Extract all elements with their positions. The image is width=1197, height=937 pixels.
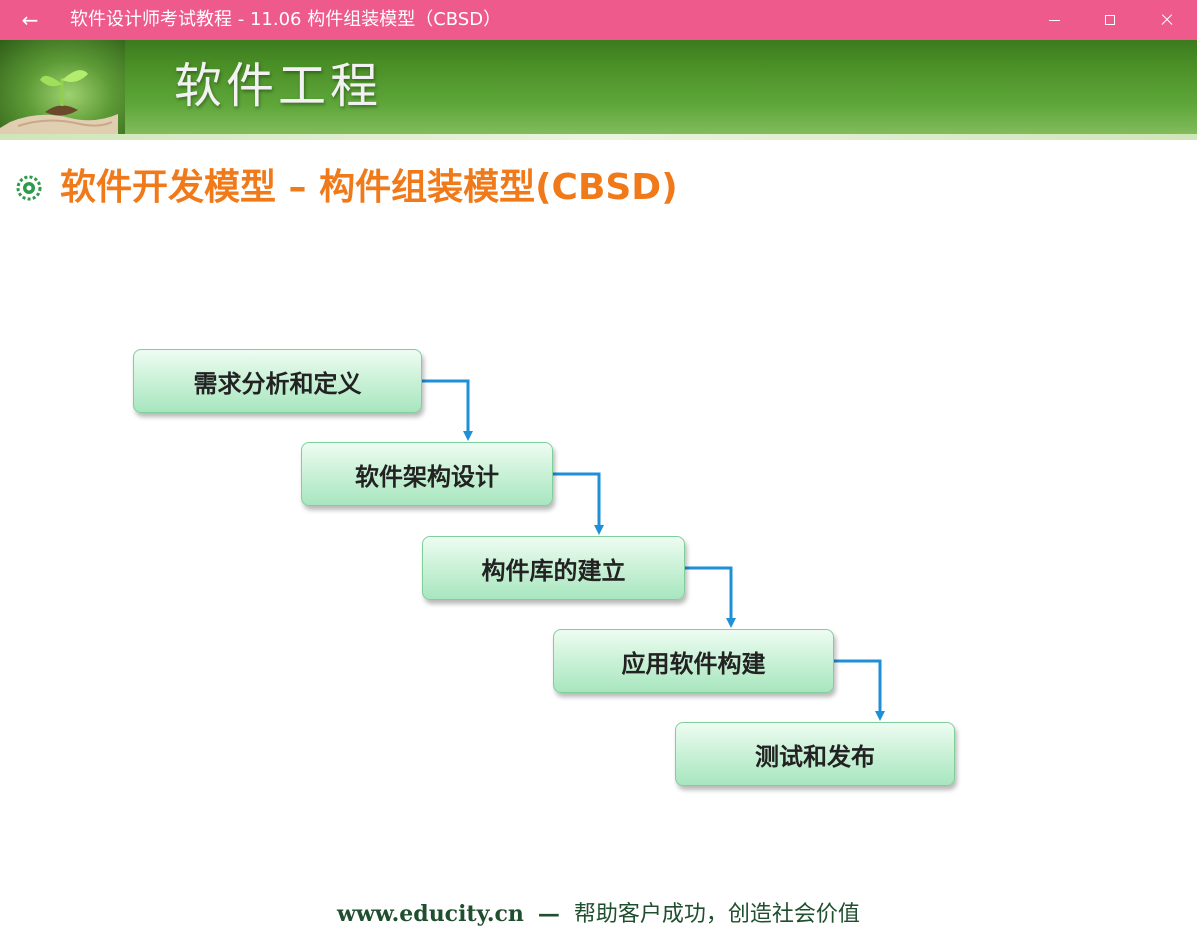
connector-arrow-3 (685, 566, 736, 628)
flow-connectors (422, 379, 885, 721)
footer-slogan: 帮助客户成功，创造社会价值 (573, 902, 860, 927)
seedling-hands-image (0, 40, 125, 140)
step-test-release[interactable]: 测试和发布 (675, 722, 955, 786)
banner-divider (0, 134, 1197, 140)
connector-arrow-2 (553, 472, 604, 535)
slide-canvas: 软件工程 软件开发模型 – 构件组装模型(CBSD) 需求分析和定义 软件架构设… (0, 40, 1197, 937)
footer-dash: — (537, 901, 560, 927)
step-component-library[interactable]: 构件库的建立 (422, 536, 685, 600)
connector-arrow-1 (422, 379, 473, 441)
minimize-button[interactable] (1026, 0, 1082, 40)
maximize-icon (1105, 15, 1115, 25)
step-architecture-design[interactable]: 软件架构设计 (301, 442, 553, 506)
minimize-icon (1048, 19, 1060, 21)
flower-bullet-icon (16, 175, 42, 201)
close-icon (1160, 13, 1174, 27)
step-application-build[interactable]: 应用软件构建 (553, 629, 834, 693)
banner-title: 软件工程 (174, 58, 383, 114)
close-button[interactable] (1139, 0, 1195, 40)
footer-url: www.educity.cn (337, 901, 524, 927)
step-requirements[interactable]: 需求分析和定义 (133, 349, 422, 413)
connector-arrow-4 (834, 659, 885, 721)
slide-footer: www.educity.cn — 帮助客户成功，创造社会价值 (0, 896, 1197, 928)
arrow-left-icon: ← (21, 8, 39, 32)
maximize-button[interactable] (1082, 0, 1138, 40)
window-title: 软件设计师考试教程 - 11.06 构件组装模型（CBSD） (70, 9, 502, 30)
window-title-bar: ← 软件设计师考试教程 - 11.06 构件组装模型（CBSD） (0, 0, 1197, 40)
slide-heading: 软件开发模型 – 构件组装模型(CBSD) (60, 167, 678, 208)
back-button[interactable]: ← (8, 0, 52, 40)
slide-banner: 软件工程 (0, 40, 1197, 140)
